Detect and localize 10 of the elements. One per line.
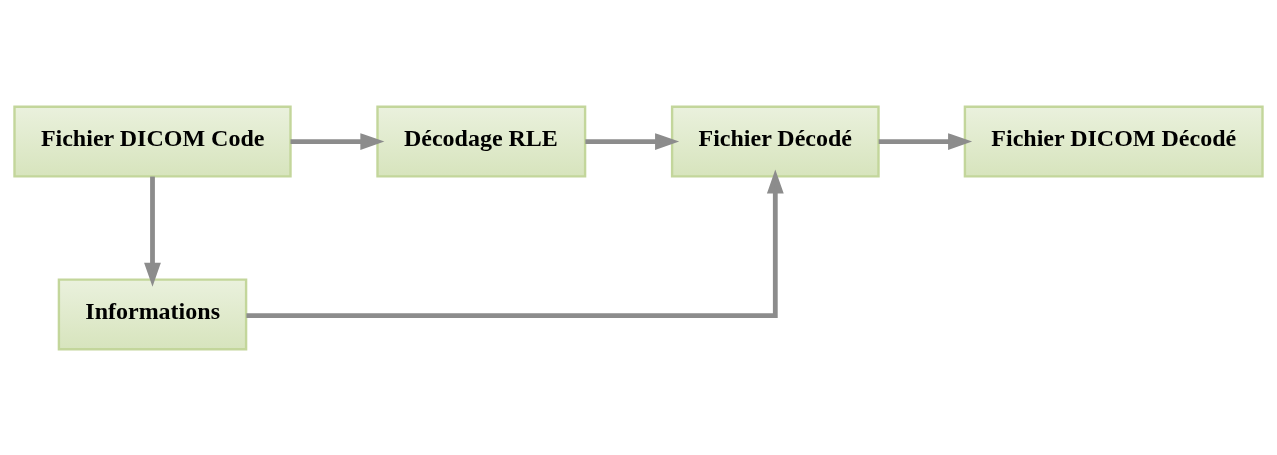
node-box: Décodage RLE — [376, 105, 587, 178]
arrow — [144, 176, 161, 287]
arrow — [290, 132, 385, 150]
arrow — [878, 132, 973, 150]
arrow — [585, 132, 680, 150]
node-box: Fichier Décodé — [670, 105, 880, 178]
node-box: Fichier DICOM Décodé — [963, 105, 1264, 178]
node-box: Informations — [57, 277, 248, 350]
node-box: Fichier DICOM Code — [13, 105, 292, 178]
arrow — [246, 169, 784, 318]
